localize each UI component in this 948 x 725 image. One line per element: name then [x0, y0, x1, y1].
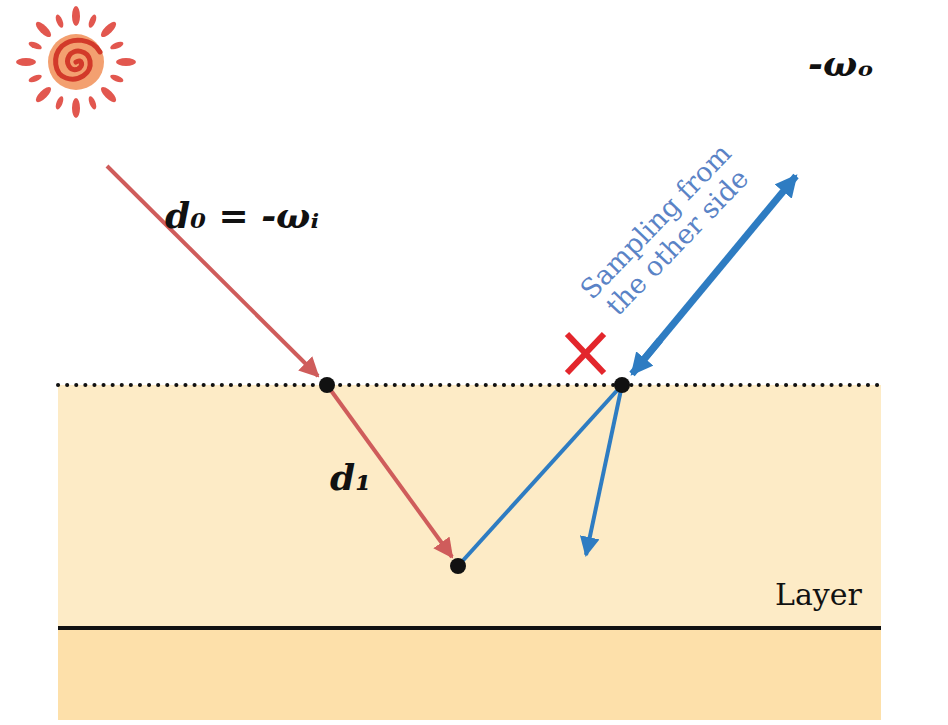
- substrate-ground: [58, 628, 881, 720]
- sun-icon: [16, 6, 136, 118]
- sample-direction-arrow: [632, 340, 660, 374]
- refracted-ray: [327, 385, 452, 557]
- annotation-text: Sampling from the other side: [566, 130, 765, 333]
- surface-dotted: [58, 383, 881, 387]
- layer-ground: [58, 385, 881, 628]
- rejected-cross: [567, 334, 604, 373]
- direction-label: -ωₒ: [808, 44, 874, 84]
- scattered-ray: [458, 385, 622, 566]
- path-vertices: [319, 377, 630, 574]
- direction-label: d₁: [330, 458, 371, 498]
- layer-name: Layer: [775, 578, 862, 611]
- direction-label: d₀ = -ωᵢ: [165, 196, 319, 236]
- sampled-ray: [586, 385, 622, 555]
- layer-boundary: [58, 626, 881, 630]
